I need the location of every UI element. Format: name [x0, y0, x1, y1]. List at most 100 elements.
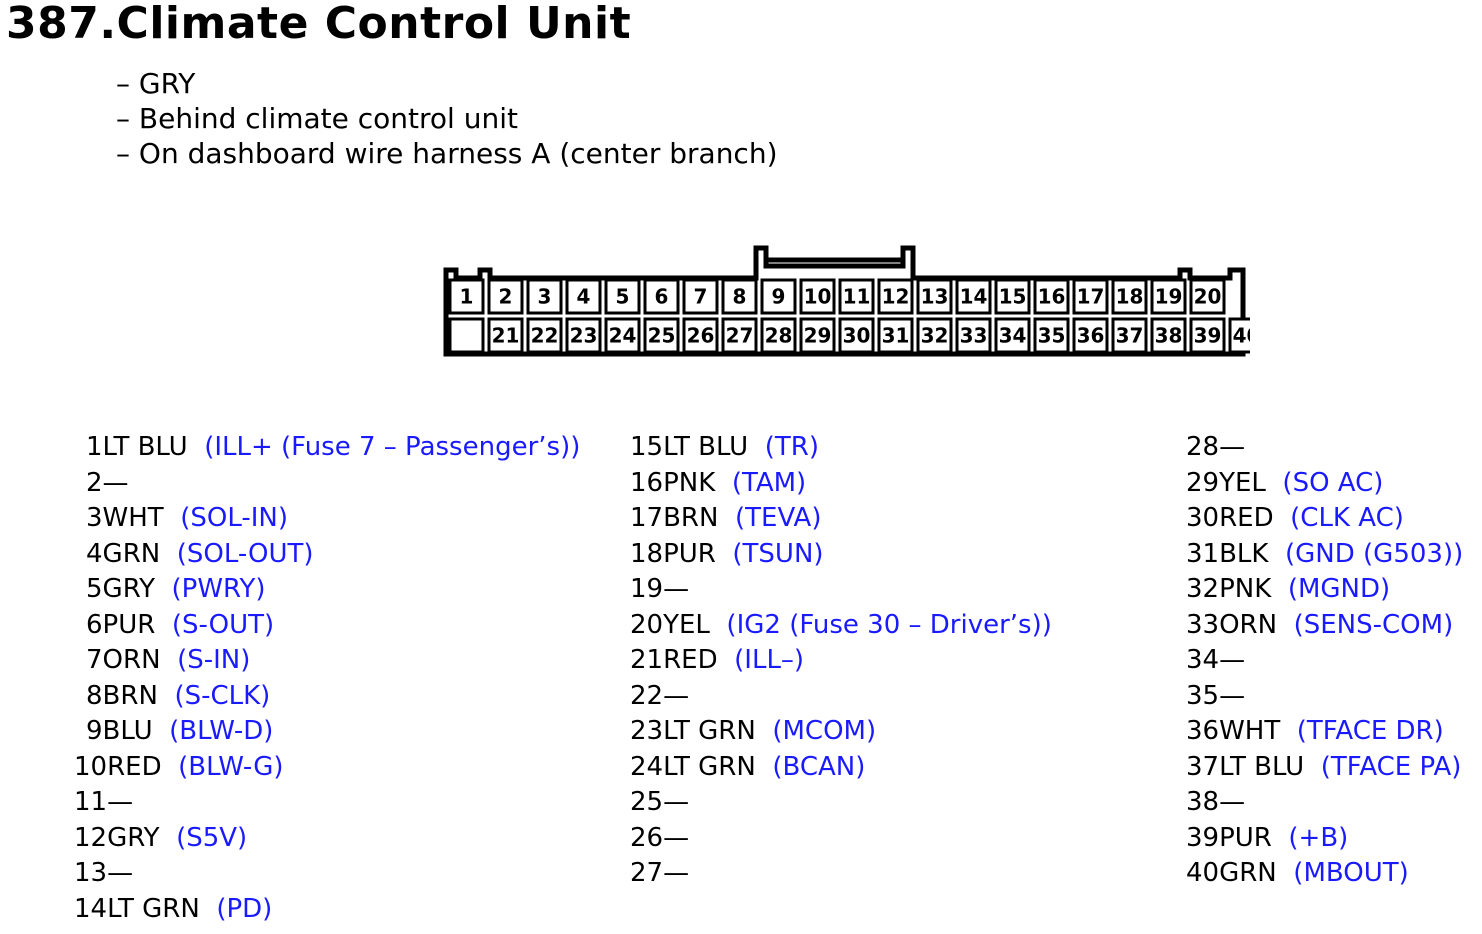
cavity-4-label: 4	[577, 285, 591, 309]
pin-row-23: 23LT GRN (MCOM)	[630, 714, 876, 750]
pin-row-15: 15LT BLU (TR)	[630, 430, 819, 466]
pin-number: 26	[630, 822, 664, 853]
cavity-29-label: 29	[804, 324, 832, 348]
cavity-11-label: 11	[843, 285, 871, 309]
pin-row-14: 14LT GRN (PD)	[74, 892, 272, 928]
pin-number: 2	[86, 467, 103, 498]
wire-color: LT BLU	[663, 432, 749, 462]
wire-color: RED	[663, 645, 718, 675]
pin-row-13: 13—	[74, 856, 133, 892]
pin-row-10: 10RED (BLW-G)	[74, 750, 284, 786]
cavity-1-label: 1	[460, 285, 474, 309]
wire-color: —	[107, 787, 134, 817]
cavity-19-label: 19	[1155, 285, 1183, 309]
pin-number: 9	[86, 716, 103, 746]
signal-name: (PWRY)	[171, 574, 266, 604]
wire-color: PUR	[663, 538, 716, 569]
pin-number: 39	[1186, 822, 1220, 853]
pin-number: 4	[86, 538, 103, 569]
pin-row-5: 5GRY (PWRY)	[86, 572, 265, 608]
cavity-20-label: 20	[1194, 285, 1222, 309]
wire-color: WHT	[1219, 716, 1281, 746]
cavity-25-label: 25	[648, 324, 676, 348]
signal-name: (IG2 (Fuse 30 – Driver’s))	[726, 609, 1052, 640]
signal-name: (SOL-OUT)	[176, 538, 314, 569]
pin-number: 11	[74, 787, 108, 817]
wire-color: GRN	[1219, 858, 1277, 888]
cavity-15-cell	[994, 278, 1031, 315]
pin-row-30: 30RED (CLK AC)	[1186, 501, 1404, 537]
cavity-5-label: 5	[616, 285, 630, 309]
cavity-14-label: 14	[960, 285, 988, 309]
wire-color: LT BLU	[102, 432, 188, 462]
cavity-30-cell	[838, 317, 875, 354]
wire-color: BLU	[102, 716, 153, 746]
cavity-26-label: 26	[687, 324, 715, 348]
note-color: – GRY	[116, 67, 196, 100]
pin-number: 33	[1186, 609, 1220, 640]
cavity-24-cell	[604, 317, 641, 354]
connector-notes: – GRY – Behind climate control unit – On…	[116, 66, 778, 171]
pin-row-36: 36WHT (TFACE DR)	[1186, 714, 1444, 750]
signal-name: (SOL-IN)	[180, 503, 289, 533]
cavity-30-label: 30	[843, 324, 871, 348]
cavity-31-cell	[877, 317, 914, 354]
cavity-40-cell	[1228, 317, 1250, 354]
cavity-33-label: 33	[960, 324, 988, 348]
cavity-38-cell	[1150, 317, 1187, 354]
pin-number: 19	[630, 574, 664, 604]
signal-name: (TFACE PA)	[1320, 751, 1462, 782]
wire-color: LT BLU	[1219, 751, 1305, 782]
cavity-27-label: 27	[726, 324, 754, 348]
signal-name: (S5V)	[176, 822, 248, 853]
pin-number: 15	[630, 432, 664, 462]
cavity-7-label: 7	[694, 285, 708, 309]
cavity-13-label: 13	[921, 285, 949, 309]
pin-row-39: 39PUR (+B)	[1186, 821, 1348, 857]
pin-number: 22	[630, 680, 664, 711]
note-location: – Behind climate control unit	[116, 102, 518, 135]
wire-color: BRN	[663, 503, 719, 533]
cavity-37-cell	[1111, 317, 1148, 354]
pin-number: 36	[1186, 716, 1220, 746]
wire-color: BLK	[1219, 538, 1269, 569]
pin-row-7: 7ORN (S-IN)	[86, 643, 250, 679]
signal-name: (+B)	[1288, 822, 1349, 853]
wire-color: PUR	[102, 609, 156, 640]
wire-color: —	[663, 822, 690, 853]
signal-name: (TR)	[764, 432, 819, 462]
wire-color: —	[1219, 432, 1246, 462]
cavity-36-cell	[1072, 317, 1109, 354]
pin-number: 35	[1186, 680, 1220, 711]
wire-color: ORN	[1219, 609, 1278, 640]
cavity-6-cell	[643, 278, 680, 315]
cavity-22-cell	[526, 317, 563, 354]
wire-color: GRY	[102, 574, 155, 604]
note-harness: – On dashboard wire harness A (center br…	[116, 137, 778, 170]
cavity-4-cell	[565, 278, 602, 315]
pin-row-27: 27—	[630, 856, 689, 892]
cavity-35-label: 35	[1038, 324, 1066, 348]
wire-color: GRY	[107, 822, 160, 853]
cavity-24-label: 24	[609, 324, 637, 348]
cavity-2-label: 2	[499, 285, 513, 309]
pin-row-32: 32PNK (MGND)	[1186, 572, 1390, 608]
pin-row-38: 38—	[1186, 785, 1245, 821]
cavity-9-cell	[760, 278, 797, 315]
signal-name: (S-CLK)	[174, 680, 271, 711]
wire-color: WHT	[102, 503, 164, 533]
cavity-5-cell	[604, 278, 641, 315]
pin-row-37: 37LT BLU (TFACE PA)	[1186, 750, 1461, 786]
cavity-21-cell	[487, 317, 524, 354]
cavity-28-label: 28	[765, 324, 793, 348]
wire-color: PUR	[1219, 822, 1272, 853]
wire-color: —	[102, 467, 129, 498]
pin-number: 38	[1186, 787, 1220, 817]
cavity-8-cell	[721, 278, 758, 315]
pin-row-8: 8BRN (S-CLK)	[86, 679, 270, 715]
cavity-28-cell	[760, 317, 797, 354]
cavity-14-cell	[955, 278, 992, 315]
pin-number: 34	[1186, 645, 1220, 675]
pin-number: 1	[86, 432, 103, 462]
